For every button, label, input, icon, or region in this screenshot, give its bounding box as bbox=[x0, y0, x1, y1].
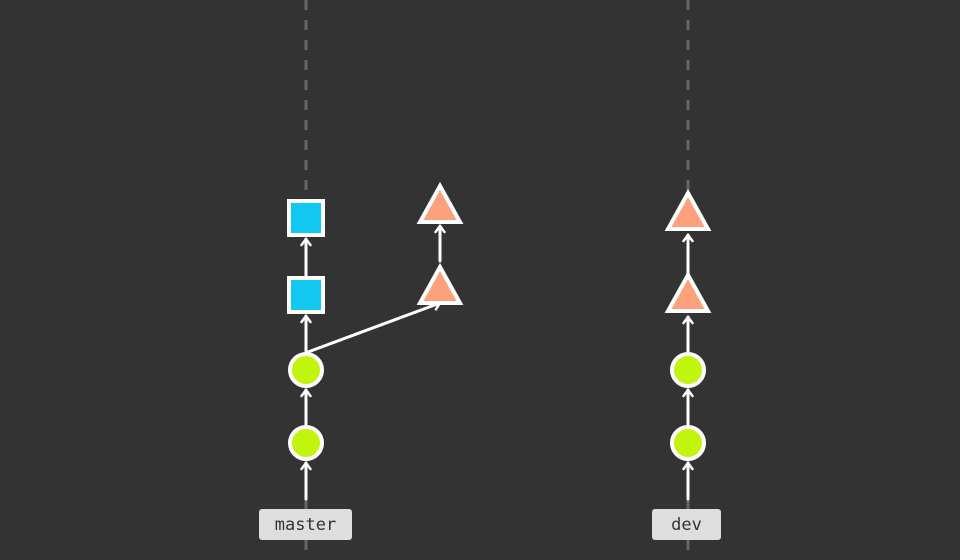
master-commit-1-circle[interactable] bbox=[288, 425, 324, 461]
master-edge-1 bbox=[300, 388, 312, 427]
master-label-background bbox=[259, 509, 352, 540]
dev-edge-1 bbox=[682, 388, 694, 427]
master-edge-2 bbox=[300, 314, 312, 354]
dev-commit-4-triangle[interactable] bbox=[664, 188, 712, 231]
master-edge-3 bbox=[300, 237, 312, 278]
dev-label-background bbox=[652, 509, 721, 540]
dev-commit-3-triangle[interactable] bbox=[664, 270, 712, 313]
side-branch-edge-root bbox=[306, 299, 442, 354]
master-commit-3-square[interactable] bbox=[287, 276, 325, 314]
commit-nodes bbox=[287, 181, 712, 461]
master-label-text: master bbox=[275, 515, 336, 535]
dev-edge-3 bbox=[682, 233, 694, 277]
master-commit-4-square[interactable] bbox=[287, 199, 325, 237]
master-label-edge bbox=[300, 461, 312, 501]
dev-label-edge bbox=[682, 461, 694, 501]
dev-commit-2-circle[interactable] bbox=[670, 352, 706, 388]
dev-label-text: dev bbox=[671, 515, 702, 535]
dev-branch-label[interactable]: dev bbox=[652, 509, 721, 540]
master-branch-label[interactable]: master bbox=[259, 509, 352, 540]
commit-edges bbox=[300, 224, 694, 501]
dev-edge-2 bbox=[682, 315, 694, 354]
side-edge-1 bbox=[434, 224, 446, 263]
side-commit-2-triangle[interactable] bbox=[416, 181, 464, 224]
dev-commit-1-circle[interactable] bbox=[670, 425, 706, 461]
side-commit-1-triangle[interactable] bbox=[416, 262, 464, 305]
master-commit-2-circle[interactable] bbox=[288, 352, 324, 388]
